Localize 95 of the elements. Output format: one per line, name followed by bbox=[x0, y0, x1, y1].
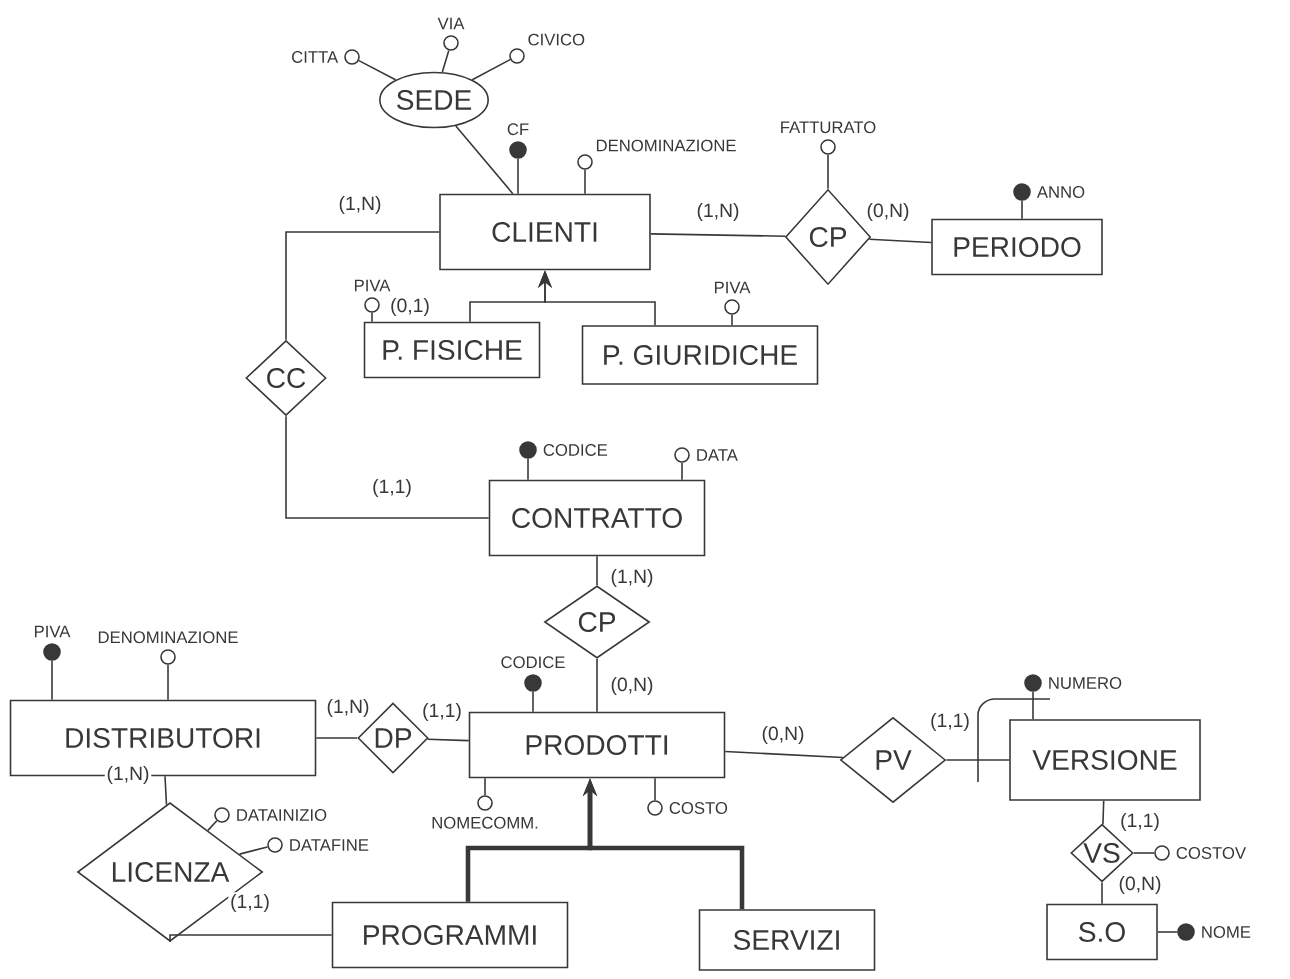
connector-line bbox=[51, 660, 53, 701]
connector-line bbox=[441, 49, 450, 73]
connector-line bbox=[358, 59, 397, 81]
connector-line bbox=[167, 664, 169, 701]
attribute-circle bbox=[160, 649, 176, 665]
attribute-name: NUMERO bbox=[1049, 677, 1122, 689]
connector-line bbox=[426, 738, 470, 742]
connector-line bbox=[1101, 881, 1103, 905]
connector-line bbox=[285, 415, 490, 519]
attribute-circle bbox=[674, 447, 690, 463]
attribute-name: COSTO bbox=[669, 802, 728, 814]
attribute-name: DENOMINAZIONE bbox=[98, 631, 238, 644]
connector-line bbox=[371, 312, 373, 323]
entity-box: CLIENTI bbox=[439, 193, 651, 271]
attribute-name: DATAINIZIO bbox=[237, 809, 327, 821]
attribute-circle bbox=[1154, 845, 1170, 861]
connector-line bbox=[207, 819, 218, 832]
attribute-name: DATA bbox=[697, 449, 738, 461]
entity-box: P. FISICHE bbox=[363, 321, 541, 379]
attribute-name: VIA bbox=[437, 17, 465, 30]
cardinality-label: (0,N) bbox=[759, 724, 807, 746]
connector-line bbox=[527, 458, 529, 481]
identifier-dot bbox=[509, 141, 527, 159]
connector-line bbox=[238, 846, 269, 855]
attribute-name: CIVICO bbox=[528, 33, 585, 46]
connector-line bbox=[169, 934, 333, 943]
connector-line bbox=[868, 238, 932, 244]
attribute-name: CITTA bbox=[292, 51, 339, 63]
cardinality-label: (1,N) bbox=[336, 194, 384, 216]
attribute-circle bbox=[364, 297, 380, 313]
attribute-name: FATTURATO bbox=[781, 121, 876, 134]
entity-box: CONTRATTO bbox=[488, 479, 706, 557]
identifier-dot bbox=[519, 441, 537, 459]
attribute-name: DATAFINE bbox=[290, 839, 369, 851]
attribute-circle bbox=[647, 800, 663, 816]
attribute-name: CODICE bbox=[543, 444, 608, 456]
attribute-name: CODICE bbox=[501, 656, 565, 669]
connector-line bbox=[471, 58, 511, 81]
entity-box: S.O bbox=[1046, 903, 1158, 961]
entity-box: PROGRAMMI bbox=[331, 901, 569, 969]
attribute-name: CF bbox=[507, 123, 529, 136]
attribute-circle bbox=[477, 795, 493, 811]
connector-line bbox=[1133, 852, 1155, 854]
attribute-circle bbox=[509, 48, 525, 64]
connector-line bbox=[1032, 691, 1034, 720]
connector-line bbox=[164, 775, 168, 806]
identifier-dot bbox=[1013, 183, 1031, 201]
cardinality-label: (1,N) bbox=[694, 201, 742, 223]
connector-line bbox=[584, 169, 586, 195]
attribute-name: NOMECOMM. bbox=[432, 816, 538, 829]
identifier-dot bbox=[1177, 923, 1195, 941]
connector-line bbox=[517, 158, 519, 195]
connector-line bbox=[315, 737, 358, 739]
connector-line bbox=[731, 314, 733, 326]
attribute-circle bbox=[443, 35, 459, 51]
attribute-name: DENOMINAZIONE bbox=[596, 139, 736, 152]
entity-box: PRODOTTI bbox=[468, 711, 726, 779]
connector-line bbox=[596, 658, 598, 713]
connector-line bbox=[724, 750, 844, 759]
connector-line bbox=[681, 462, 683, 481]
connector-line bbox=[1102, 800, 1105, 826]
identifier-dot bbox=[524, 674, 542, 692]
attribute-name: ANNO bbox=[1036, 186, 1085, 198]
attribute-name: PIVA bbox=[35, 625, 71, 638]
entity-box: P. GIURIDICHE bbox=[581, 325, 819, 385]
connector-line bbox=[945, 759, 1010, 761]
attribute-circle bbox=[577, 154, 593, 170]
connector-line bbox=[532, 691, 534, 713]
cardinality-label: (0,1) bbox=[388, 296, 432, 318]
attribute-circle bbox=[267, 837, 283, 853]
connector-line bbox=[285, 231, 440, 341]
connector-line bbox=[650, 233, 787, 238]
connector-line bbox=[827, 154, 829, 190]
cardinality-label: (0,N) bbox=[608, 675, 656, 697]
cardinality-label: (1,N) bbox=[104, 764, 152, 786]
attribute-name: PIVA bbox=[715, 281, 751, 294]
connector-line bbox=[455, 125, 514, 195]
attribute-name: PIVA bbox=[355, 279, 391, 292]
cardinality-label: (1,1) bbox=[370, 477, 414, 499]
attribute-circle bbox=[820, 139, 836, 155]
attribute-name: COSTOV bbox=[1176, 847, 1246, 859]
entity-box: VERSIONE bbox=[1009, 719, 1201, 801]
attribute-name: NOME bbox=[1202, 926, 1251, 938]
identifier-dot bbox=[43, 643, 61, 661]
entity-box: SERVIZI bbox=[698, 909, 876, 971]
connector-line bbox=[1157, 931, 1178, 933]
identifier-dot bbox=[1024, 674, 1042, 692]
connector-line bbox=[596, 555, 598, 586]
connector-line bbox=[1021, 200, 1023, 220]
connector-line bbox=[654, 777, 656, 801]
attribute-circle bbox=[344, 49, 360, 65]
cardinality-label: (1,1) bbox=[228, 892, 272, 914]
entity-box: PERIODO bbox=[931, 218, 1103, 276]
attribute-circle bbox=[724, 299, 740, 315]
connector-line bbox=[484, 777, 486, 796]
